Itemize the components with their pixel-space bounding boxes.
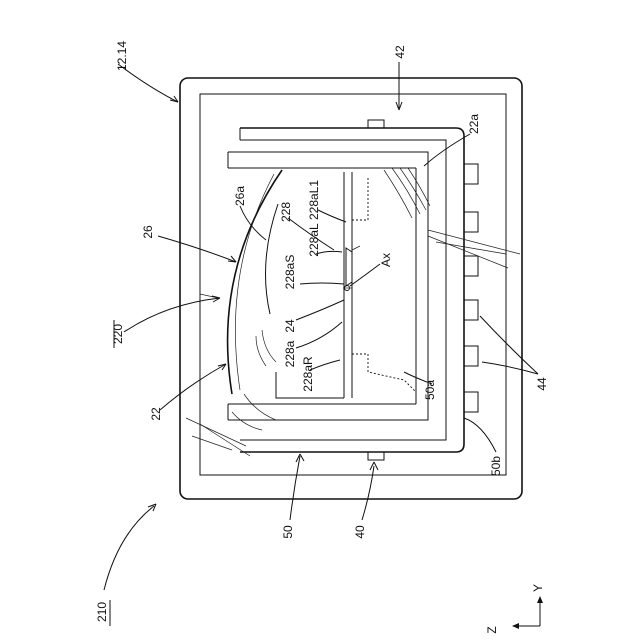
ref-220: 220 (111, 324, 125, 344)
axis-indicator (512, 596, 543, 629)
ref-50a: 50a (423, 380, 437, 400)
ref-44: 44 (535, 377, 549, 391)
ref-22: 22 (149, 407, 163, 421)
lens-surface-26a (266, 204, 279, 314)
pin-44-4 (464, 300, 478, 320)
axis-label-z: Z (485, 626, 499, 633)
pin-44-1 (464, 164, 478, 184)
bracket-inner-edge (240, 140, 446, 440)
ref-228aL1: 228aL1 (307, 180, 321, 220)
ref-Ax: Ax (379, 253, 393, 267)
ref-228aL: 228aL (307, 223, 321, 257)
reflector-cutoff-step (346, 248, 352, 286)
pin-44-3 (464, 256, 478, 276)
ref-210: 210 (95, 602, 109, 622)
ref-228aR: 228aR (301, 356, 315, 392)
ref-26a: 26a (233, 186, 247, 206)
ref-12-14: 12.14 (115, 41, 129, 71)
axis-label-y: Y (531, 584, 545, 592)
reflector-step-line (352, 246, 360, 250)
ref-22a: 22a (467, 114, 481, 134)
leader-lines (104, 62, 538, 590)
ref-24: 24 (283, 319, 297, 333)
pin-44-2 (464, 212, 478, 232)
ref-26: 26 (141, 225, 155, 239)
ref-42: 42 (393, 45, 407, 59)
ref-228a: 228a (283, 340, 297, 367)
ref-40: 40 (353, 525, 367, 539)
pin-44-5 (464, 346, 478, 366)
reflector-upper-hidden-edge (352, 176, 368, 220)
ref-228: 228 (279, 202, 293, 222)
stud-42 (368, 120, 384, 128)
stud-40 (368, 452, 384, 460)
ref-228aS: 228aS (283, 255, 297, 290)
ref-50b: 50b (489, 456, 503, 476)
ref-50: 50 (281, 525, 295, 539)
outer-housing (180, 78, 522, 499)
pin-44-6 (464, 392, 478, 412)
inner-housing-frame (200, 94, 506, 475)
